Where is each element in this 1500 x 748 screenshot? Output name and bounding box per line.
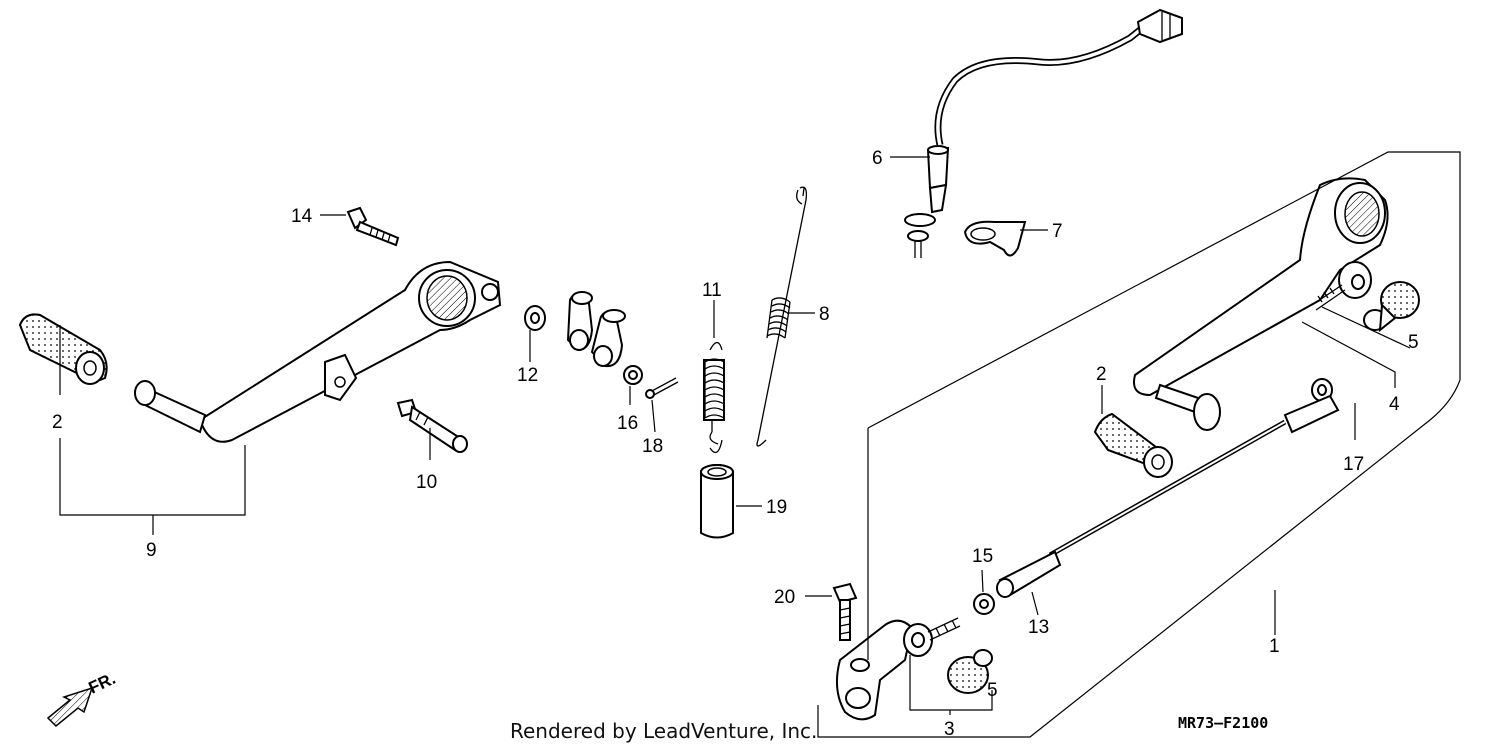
callout-12: 12: [517, 365, 538, 386]
callout-5-upper: 5: [1408, 332, 1419, 353]
spring-11: [703, 341, 725, 454]
callout-4: 4: [1389, 394, 1400, 415]
callout-8: 8: [819, 304, 830, 325]
callout-2-right: 2: [1096, 364, 1107, 385]
callout-16: 16: [617, 413, 638, 434]
callout-18: 18: [642, 436, 663, 457]
callout-1: 1: [1269, 636, 1280, 657]
callout-3: 3: [944, 719, 955, 740]
callout-14: 14: [291, 206, 313, 227]
bolt-10: [396, 398, 468, 453]
dust-cap-5-lower: [947, 649, 993, 694]
callouts: 1 2 2 3 4 5 5 6 7 8 9 10 11 12 13 14 15 …: [52, 148, 1419, 740]
callout-19: 19: [766, 497, 787, 518]
rod-joints: [566, 291, 626, 368]
leader-lines: [59, 151, 1461, 738]
collar-19: [700, 464, 734, 539]
shift-rod-13: [996, 394, 1340, 598]
spring-8: [756, 186, 808, 447]
callout-15: 15: [972, 546, 993, 567]
pedal-rubber-left: [18, 313, 108, 385]
nut-17: [1311, 378, 1333, 402]
washer-12: [524, 305, 546, 331]
diagram-code: MR73–F2100: [1178, 714, 1268, 732]
callout-6: 6: [872, 148, 883, 169]
clip-7: [963, 220, 1027, 257]
front-direction-arrow: FR.: [46, 669, 119, 728]
brake-pedal-assembly: [134, 260, 502, 443]
callout-9: 9: [146, 540, 157, 561]
cotter-pin-18: [645, 377, 679, 399]
dust-cap-5-upper: [1363, 281, 1420, 333]
callout-11: 11: [702, 280, 722, 301]
nut-16: [623, 365, 643, 385]
callout-17: 17: [1343, 454, 1364, 475]
callout-7: 7: [1052, 221, 1063, 242]
shift-pedal-assembly: [1133, 177, 1389, 431]
stop-switch-6: [904, 8, 1183, 258]
shift-arm-3: [835, 617, 961, 721]
bolt-14: [346, 206, 400, 247]
callout-5-lower: 5: [987, 680, 998, 701]
render-credit: Rendered by LeadVenture, Inc.: [510, 719, 817, 743]
callout-20: 20: [774, 587, 795, 608]
callout-10: 10: [416, 472, 437, 493]
bolt-20: [832, 582, 858, 641]
nut-15: [973, 593, 995, 615]
callout-2-left: 2: [52, 412, 63, 433]
callout-13: 13: [1028, 617, 1049, 638]
pedal-rubber-right: [1093, 412, 1173, 478]
